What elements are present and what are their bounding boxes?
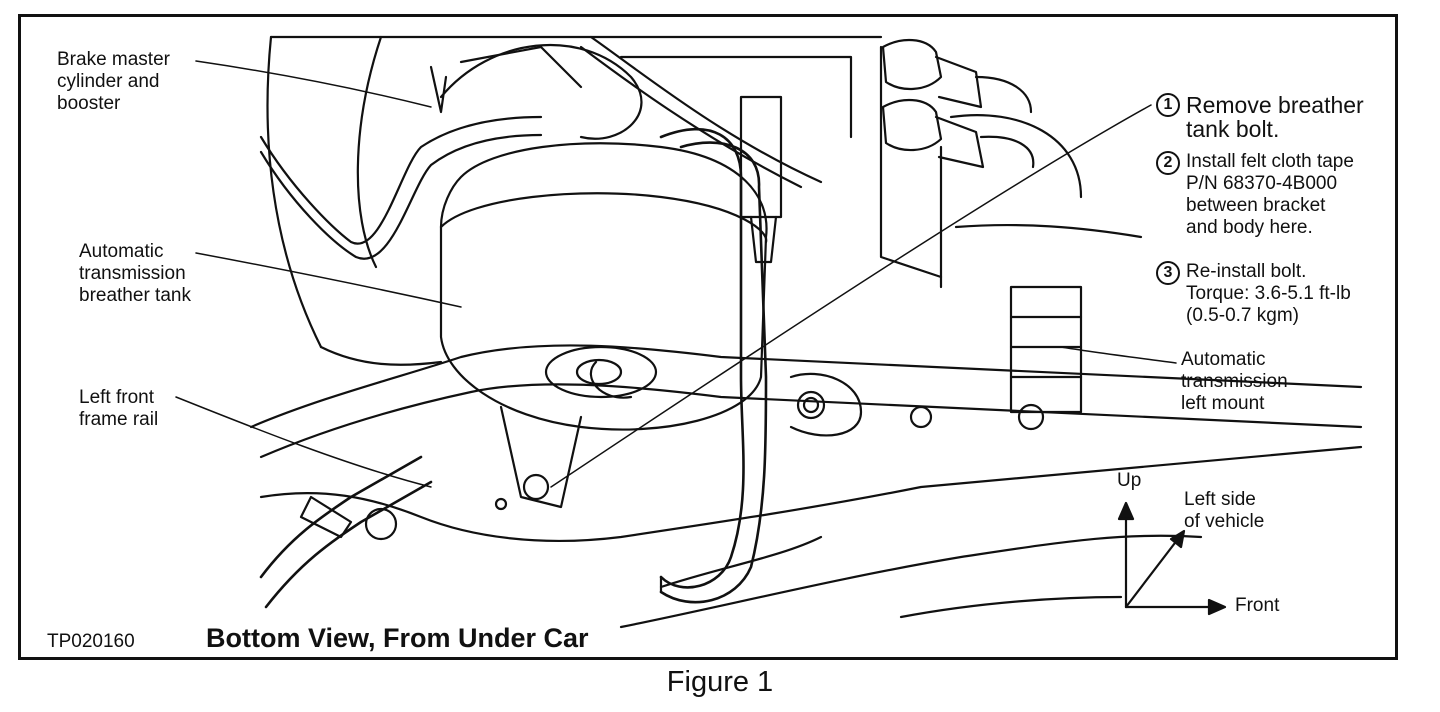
step-number-badge: 1 — [1156, 93, 1180, 117]
step-number-badge: 2 — [1156, 151, 1180, 175]
step-number-badge: 3 — [1156, 261, 1180, 285]
step-3: 3 Re-install bolt.Torque: 3.6-5.1 ft-lb(… — [1156, 261, 1351, 327]
orientation-front-label: Front — [1235, 595, 1280, 616]
view-title: Bottom View, From Under Car — [206, 623, 589, 653]
orientation-up-label: Up — [1117, 470, 1142, 491]
under-car-illustration — [175, 35, 1363, 629]
part-code: TP020160 — [47, 631, 135, 652]
figure-caption: Figure 1 — [666, 666, 774, 698]
